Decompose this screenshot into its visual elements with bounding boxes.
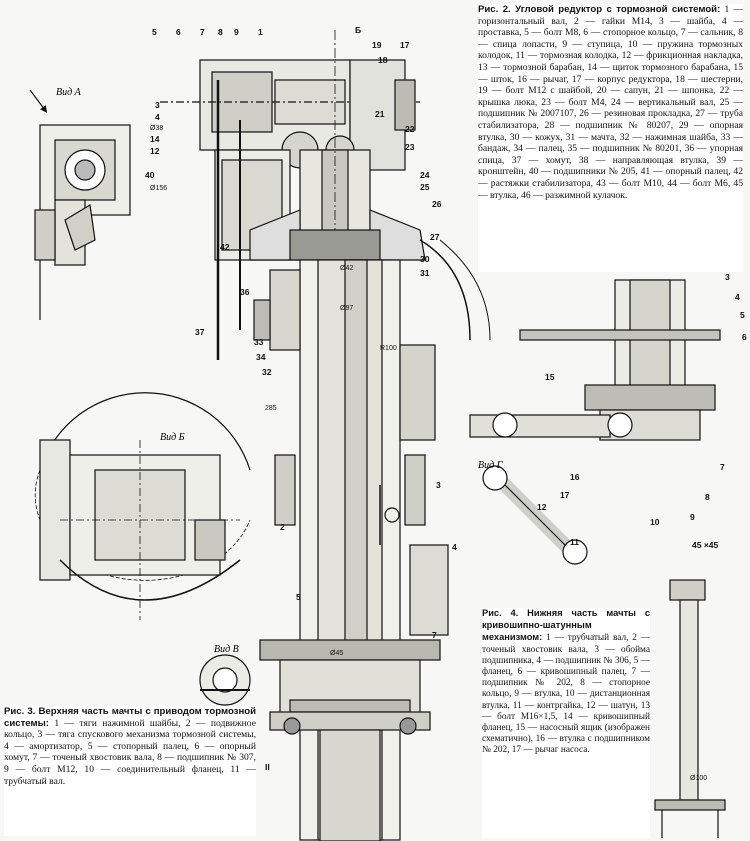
label-34: 34: [256, 352, 266, 362]
label-33: 33: [254, 337, 264, 347]
fig4-label-8: 8: [705, 492, 710, 502]
label-12: 12: [150, 146, 160, 156]
label-4: 4: [155, 112, 160, 122]
label-top-b: Б: [355, 25, 361, 35]
fig3-caption: Рис. 3. Верхняя часть мачты с приводом т…: [4, 706, 256, 836]
view-a-label: Вид А: [56, 87, 82, 98]
fig4-label-11: 11: [570, 537, 579, 547]
label-24: 24: [420, 170, 430, 180]
fig3-label-3: 3: [436, 480, 441, 490]
fig3-label-2: 2: [280, 522, 285, 532]
label-30: 30: [420, 254, 430, 264]
fig4-heading: Рис. 4. Нижняя часть мачты с кривошипно-…: [482, 608, 650, 643]
fig3-label-7: 7: [432, 630, 437, 640]
label-21: 21: [375, 109, 385, 119]
fig4-dim-45x45: 45 ×45: [692, 540, 719, 550]
fig4-label-3: 3: [725, 272, 730, 282]
fig4-label-12: 12: [537, 502, 547, 512]
dim-r100: R100: [380, 345, 397, 352]
fig4-label-17: 17: [560, 490, 570, 500]
label-42: 42: [220, 242, 230, 252]
label-25: 25: [420, 182, 430, 192]
fig4-label-16: 16: [570, 472, 580, 482]
label-37: 37: [195, 327, 205, 337]
label-36: 36: [240, 287, 250, 297]
label-31: 31: [420, 268, 430, 278]
fig4-label-5: 5: [740, 310, 745, 320]
fig4-caption: Рис. 4. Нижняя часть мачты с кривошипно-…: [482, 608, 650, 838]
fig2-heading: Рис. 2. Угловой редуктор с тормозной сис…: [478, 4, 721, 15]
label-27: 27: [430, 232, 440, 242]
fig4-label-7: 7: [720, 462, 725, 472]
label-top-1: 1: [258, 27, 263, 37]
label-top-8: 8: [218, 27, 223, 37]
label-top-9: 9: [234, 27, 239, 37]
dim-d45: Ø45: [330, 650, 343, 657]
fig3-label-4: 4: [452, 542, 457, 552]
dim-d100: Ø100: [690, 775, 707, 782]
dim-d97: Ø97: [340, 305, 353, 312]
fig4-label-15: 15: [545, 372, 555, 382]
label-3: 3: [155, 100, 160, 110]
label-top-6: 6: [176, 27, 181, 37]
label-26: 26: [432, 199, 442, 209]
dim-285: 285: [265, 405, 277, 412]
label-top-17: 17: [400, 40, 410, 50]
label-top-7: 7: [200, 27, 205, 37]
label-14: 14: [150, 134, 160, 144]
fig3-text: 1 — тяги нажимной шайбы, 2 — подвижное к…: [4, 717, 256, 787]
fig4-text: 1 — трубчатый вал, 2 — точеный хвостовик…: [482, 633, 650, 756]
shock-absorber: [409, 544, 449, 636]
dim-d156: Ø156: [150, 185, 167, 192]
view-b-label: Вид Б: [160, 432, 185, 443]
fig4-label-10: 10: [650, 517, 660, 527]
label-40: 40: [145, 170, 155, 180]
fig2-caption: Рис. 2. Угловой редуктор с тормозной сис…: [478, 4, 743, 272]
label-top-5: 5: [152, 27, 157, 37]
fig4-label-4: 4: [735, 292, 740, 302]
view-v-label: Вид В: [214, 644, 239, 655]
label-22: 22: [405, 124, 415, 134]
label-19: 19: [372, 40, 382, 50]
view-g-label: Вид Г: [478, 460, 503, 471]
label-32: 32: [262, 367, 272, 377]
fig2-text: 1 — горизонтальный вал, 2 — гайки М14, 3…: [478, 4, 743, 201]
label-18: 18: [378, 55, 388, 65]
dim-d38: Ø38: [150, 125, 163, 132]
label-23: 23: [405, 142, 415, 152]
fig4-label-9: 9: [690, 512, 695, 522]
fig3-label-5: 5: [296, 592, 301, 602]
fig4-label-6: 6: [742, 332, 747, 342]
dim-d42: Ø42: [340, 265, 353, 272]
fig3-heading: Рис. 3. Верхняя часть мачты с приводом т…: [4, 706, 256, 729]
fig3-label-11: II: [265, 762, 270, 772]
